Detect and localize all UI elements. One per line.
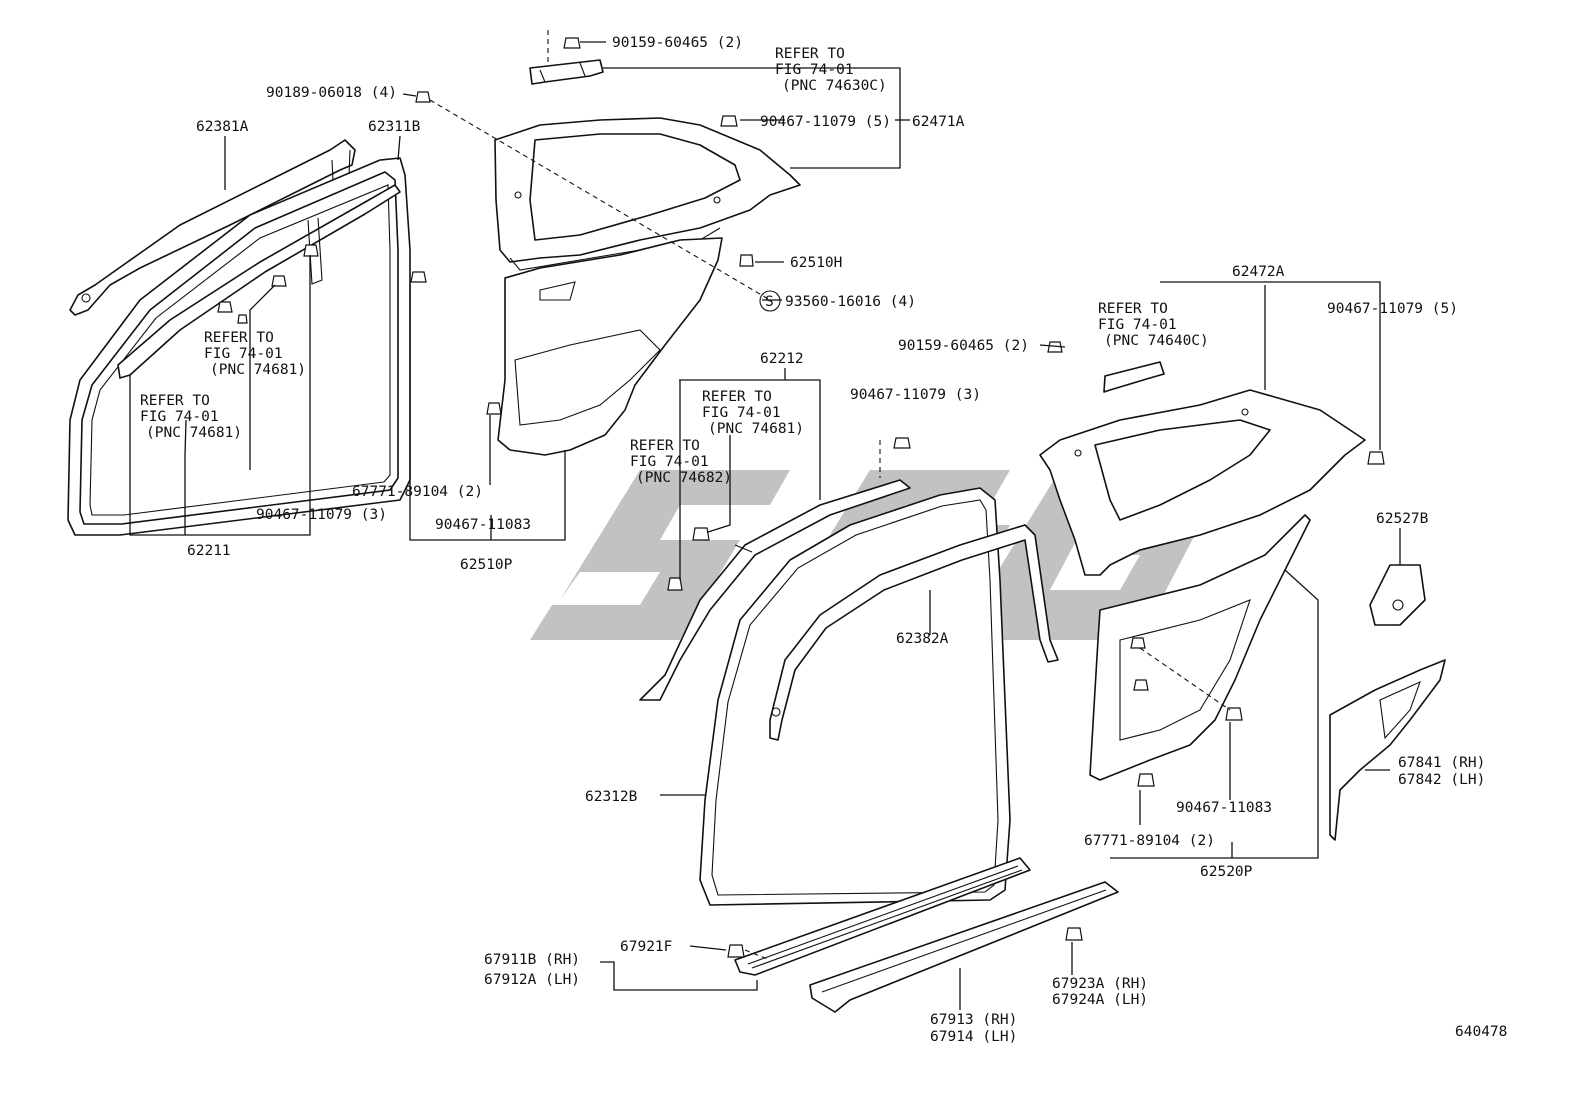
label-62472A[interactable]: 62472A <box>1232 264 1285 280</box>
door-belt-62212 <box>639 479 911 701</box>
label-refer-74640-1: REFER TO <box>1098 301 1168 317</box>
label-62471A[interactable]: 62471A <box>912 114 965 130</box>
door-glass-run-62382A <box>769 524 1059 741</box>
label-62527B[interactable]: 62527B <box>1376 511 1429 527</box>
scuff-plate-67911B <box>734 857 1031 976</box>
clips-left <box>217 244 427 324</box>
label-67842[interactable]: 67842 (LH) <box>1398 772 1485 788</box>
label-refer-74640-3: (PNC 74640C) <box>1104 333 1209 349</box>
diagram-number: 640478 <box>1455 1024 1507 1040</box>
scuff-plate-67841 <box>1329 659 1446 841</box>
label-90467-11083-b[interactable]: 90467-11083 <box>1176 800 1272 816</box>
label-90159-mid[interactable]: 90159-60465 (2) <box>898 338 1029 354</box>
label-90467-11079-5b[interactable]: 90467-11079 (5) <box>1327 301 1458 317</box>
label-refer-mid-b1: REFER TO <box>630 438 700 454</box>
label-90467-11079-5a[interactable]: 90467-11079 (5) <box>760 114 891 130</box>
label-refer-left-b2: FIG 74-01 <box>140 409 219 425</box>
label-90467-11079-3b[interactable]: 90467-11079 (3) <box>256 507 387 523</box>
label-67913[interactable]: 67913 (RH) <box>930 1012 1017 1028</box>
quarter-trim-62471A <box>494 117 801 271</box>
label-refer-74630-3: (PNC 74630C) <box>782 78 887 94</box>
label-refer-left-a1: REFER TO <box>204 330 274 346</box>
scuff-plate-67913 <box>809 881 1119 1013</box>
label-refer-74640-2: FIG 74-01 <box>1098 317 1177 333</box>
label-62312B[interactable]: 62312B <box>585 789 638 805</box>
label-67924A[interactable]: 67924A (LH) <box>1052 992 1148 1008</box>
label-62311B[interactable]: 62311B <box>368 119 421 135</box>
label-refer-left-a2: FIG 74-01 <box>204 346 283 362</box>
label-refer-mid-a1: REFER TO <box>702 389 772 405</box>
label-90189[interactable]: 90189-06018 (4) <box>266 85 397 101</box>
label-67921F[interactable]: 67921F <box>620 939 672 955</box>
label-62520P[interactable]: 62520P <box>1200 864 1253 880</box>
clips-center-lower <box>667 437 911 591</box>
label-refer-74630-2: FIG 74-01 <box>775 62 854 78</box>
bracket-74630C <box>529 59 604 85</box>
clip-62527B <box>1369 564 1426 626</box>
rear-door-weatherstrip-62312B <box>699 487 1011 906</box>
label-67841[interactable]: 67841 (RH) <box>1398 755 1485 771</box>
label-67771-b[interactable]: 67771-89104 (2) <box>1084 833 1215 849</box>
door-weatherstrip-62211 <box>67 157 411 536</box>
label-refer-mid-a3: (PNC 74681) <box>708 421 804 437</box>
label-62382A[interactable]: 62382A <box>896 631 949 647</box>
label-refer-left-a3: (PNC 74681) <box>210 362 306 378</box>
part-labels: 90159-60465 (2) REFER TO FIG 74-01 (PNC … <box>140 35 1507 1045</box>
label-refer-mid-a2: FIG 74-01 <box>702 405 781 421</box>
clips-bottom <box>727 927 1083 958</box>
label-62510H[interactable]: 62510H <box>790 255 842 271</box>
label-90159-top[interactable]: 90159-60465 (2) <box>612 35 743 51</box>
label-90467-11079-3a[interactable]: 90467-11079 (3) <box>850 387 981 403</box>
clips-center <box>415 37 754 415</box>
label-62381A[interactable]: 62381A <box>196 119 249 135</box>
s-symbol: S <box>759 290 781 312</box>
label-93560[interactable]: 93560-16016 (4) <box>785 294 916 310</box>
label-67923A[interactable]: 67923A (RH) <box>1052 976 1148 992</box>
quarter-trim-62472A <box>1039 389 1366 576</box>
label-67771-a[interactable]: 67771-89104 (2) <box>352 484 483 500</box>
label-62510P[interactable]: 62510P <box>460 557 513 573</box>
label-refer-74630-1: REFER TO <box>775 46 845 62</box>
label-90467-11083-a[interactable]: 90467-11083 <box>435 517 531 533</box>
label-62211[interactable]: 62211 <box>187 543 231 559</box>
bracket-74640C <box>1103 361 1165 393</box>
label-67914[interactable]: 67914 (LH) <box>930 1029 1017 1045</box>
s-symbol-text: S <box>765 294 774 310</box>
leader-lines <box>129 30 1401 1010</box>
label-62212[interactable]: 62212 <box>760 351 804 367</box>
label-refer-mid-b2: FIG 74-01 <box>630 454 709 470</box>
label-67912A[interactable]: 67912A (LH) <box>484 972 580 988</box>
clips-right <box>1047 341 1385 787</box>
label-refer-left-b1: REFER TO <box>140 393 210 409</box>
label-refer-left-b3: (PNC 74681) <box>146 425 242 441</box>
lower-quarter-trim-62520P <box>1089 514 1311 781</box>
label-67911B[interactable]: 67911B (RH) <box>484 952 580 968</box>
lower-quarter-trim-62510P <box>497 237 723 456</box>
label-refer-mid-b3: (PNC 74682) <box>636 470 732 486</box>
